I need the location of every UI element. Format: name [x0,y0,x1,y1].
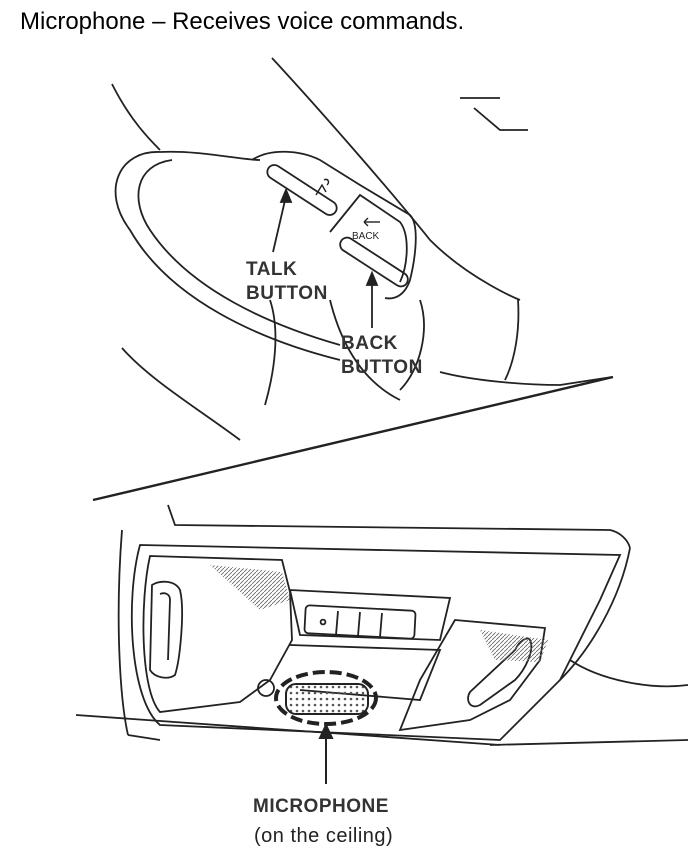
talk-callout-line2: BUTTON [246,283,328,304]
back-callout-line1: BACK [341,333,398,354]
back-arrow-icon [363,217,380,227]
divider-line [92,375,614,502]
microphone-location-note: (on the ceiling) [254,825,394,847]
talk-button-callout: TALK BUTTON [246,258,328,306]
back-arrow [365,270,379,328]
microphone-arrow [318,722,334,784]
talk-arrow [272,187,293,253]
talk-icon [315,178,330,196]
talk-callout-line1: TALK [246,259,298,280]
ceiling-console-drawing [75,504,688,746]
back-callout-line2: BUTTON [341,357,423,378]
lamp-grille-right [480,630,548,662]
microphone-grille [274,670,378,726]
microphone-callout-label: MICROPHONE [253,796,389,817]
lamp-grille-left [210,565,290,610]
page-title: Microphone – Receives voice commands. [20,8,465,35]
back-button-callout: BACK BUTTON [341,332,423,380]
back-button-label: BACK [352,231,380,242]
steering-panel-drawing [111,57,613,441]
